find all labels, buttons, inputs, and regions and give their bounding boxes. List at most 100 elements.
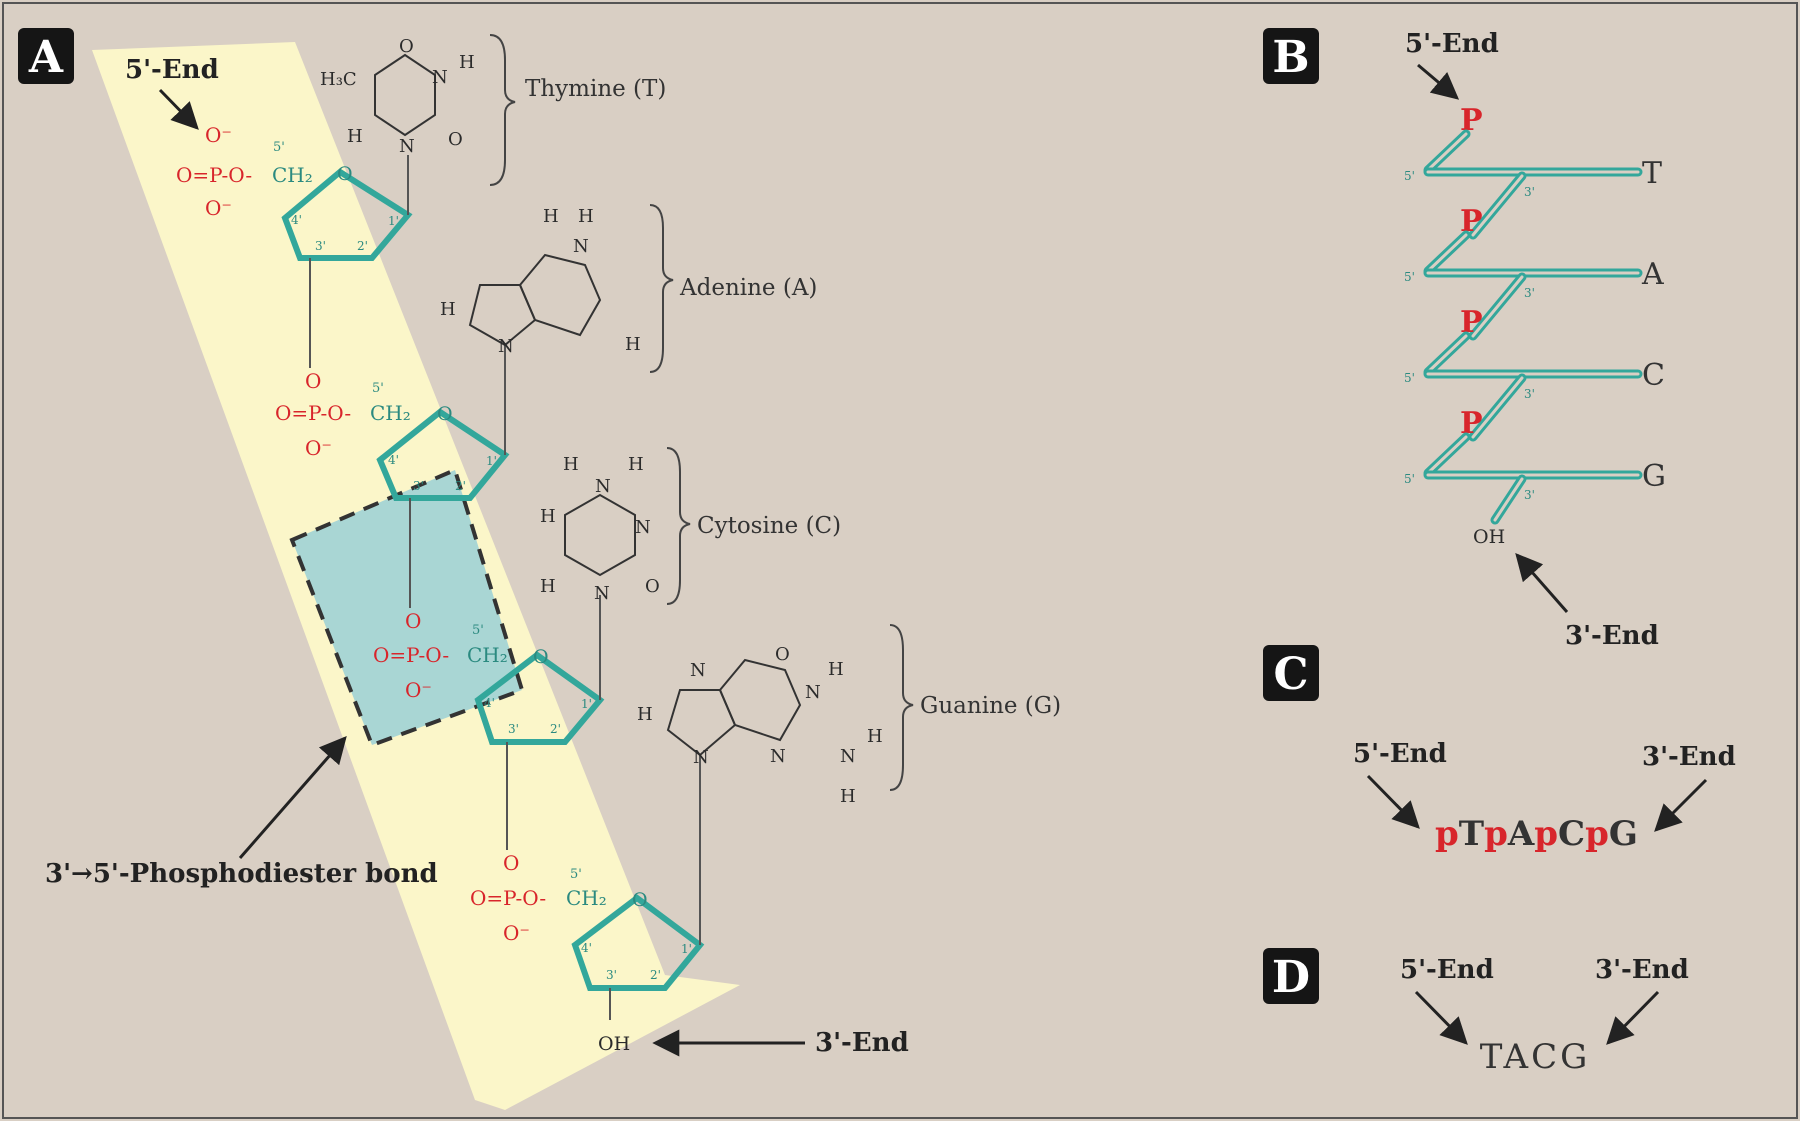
phosphate-4-main: O=P-O- [470,886,546,910]
panel-b-three-link-3-inner [1471,376,1524,439]
thymine-o-top: O [399,36,414,57]
panel-b: B 5'-End P5'3'TP5'3'AP5'3'CP5'3'GOH 3'-E… [1263,28,1666,651]
sugar-4-ring-o: O [632,889,648,911]
panel-b-phosphate-1: P [1460,103,1483,138]
sugar-1-ring [281,168,413,261]
panel-c-three-end-arrow [1654,778,1708,832]
sugar-3-c4: 4' [484,696,495,710]
panel-b-three-link-1-inner [1471,174,1524,237]
adenine-h8: H [440,299,456,320]
adenine-five-ring [468,284,537,347]
panel-c-seq-char-2: T [1459,814,1484,854]
sugar-1-c3: 3' [315,239,326,253]
thymine-h-n: H [459,52,475,73]
guanine-h8: H [637,704,653,725]
panel-d-three-end-label: 3'-End [1595,955,1689,985]
thymine-bracket [489,34,516,186]
panel-b-three-prime-2: 3' [1524,286,1535,300]
panel-b-phosphate-2: P [1460,204,1483,239]
guanine-label: Guanine (G) [920,693,1061,719]
sugar-4-c2: 2' [650,968,661,982]
thymine-ring [374,53,436,137]
sugar-1-c1: 1' [388,214,399,228]
panel-b-phosphate-4: P [1460,406,1483,441]
guanine-h2b: H [840,786,856,807]
thymine-o-bottom: O [448,129,463,150]
cytosine-n1: N [594,583,610,604]
sugar-4-c1: 1' [681,942,692,956]
phosphate-1-o-bottom: O⁻ [205,196,232,220]
panel-c-five-end-arrow [1366,774,1420,829]
sugar-1-c4: 4' [291,213,302,227]
panel-c: C 5'-End 3'-End pTpApCpG [1263,645,1736,854]
sugar-3-c3: 3' [508,722,519,736]
panel-b-base-1: T [1642,156,1662,191]
adenine-label: Adenine (A) [679,275,817,301]
panel-a-letter: A [28,32,64,83]
sugar-2-c3: 3' [413,479,424,493]
sugar-3-ch2: CH₂ [467,643,508,667]
panel-d-three-end-arrow [1606,990,1660,1045]
thymine-h3c: H₃C [320,69,357,90]
sugar-4-c4: 4' [581,941,592,955]
sugar-1-ch2: CH₂ [272,163,313,187]
thymine-label: Thymine (T) [525,76,666,102]
sugar-4-ch2: CH₂ [566,886,607,910]
sugar-4-c3: 3' [606,968,617,982]
adenine-six-ring [518,253,602,337]
panel-d-badge [1263,948,1319,1004]
sugar-2-ch2: CH₂ [370,401,411,425]
adenine-n6: N [573,236,589,257]
panel-b-three-link-2-inner [1471,275,1524,338]
sugar-2-ring-o: O [437,403,453,425]
panel-c-badge [1263,645,1319,701]
panel-a-three-end-label: 3'-End [815,1028,909,1058]
panel-b-five-prime-3: 5' [1404,371,1415,385]
panel-b-five-end-label: 5'-End [1405,29,1499,59]
panel-c-seq-char-3: p [1484,814,1508,854]
sugar-2-five-prime: 5' [372,381,384,396]
panel-b-base-4: G [1642,459,1666,494]
cytosine-o2: O [645,576,660,597]
panel-c-seq-char-5: p [1534,814,1558,854]
panel-d: D 5'-End 3'-End TACG [1263,948,1689,1077]
phosphodiester-bond-label: 3'→5'-Phosphodiester bond [45,859,438,889]
phosphate-2-o-bottom: O⁻ [305,436,332,460]
phosphate-1-main: O=P-O- [176,163,252,187]
sugar-1-c2: 2' [357,239,368,253]
panel-b-terminal-oh: OH [1473,526,1505,548]
sugar-1-ring-o: O [337,163,353,185]
panel-c-seq-char-4: A [1507,814,1535,854]
guanine-n1: N [805,682,821,703]
cytosine-n4: N [595,476,611,497]
panel-a-five-end-arrow [158,88,199,130]
cytosine-h2: H [628,454,644,475]
panel-b-letter: B [1272,32,1309,83]
cytosine-h6: H [540,576,556,597]
adenine-bracket [649,204,674,373]
panel-b-five-end-arrow [1417,63,1460,100]
panel-b-three-link-4-inner [1493,477,1524,522]
phosphate-3-o-bottom: O⁻ [405,678,432,702]
guanine-bracket [889,624,914,791]
guanine-five-ring [666,689,737,757]
sugar-3-five-prime: 5' [472,623,484,638]
panel-a-terminal-oh: OH [598,1033,630,1055]
guanine-h2a: H [867,726,883,747]
panel-b-three-prime-1: 3' [1524,185,1535,199]
guanine-n3: N [770,746,786,767]
adenine-h2: H [578,206,594,227]
thymine-n1: N [399,136,415,157]
panel-a: A 5'-End O⁻ O=P-O- O⁻ 5' CH₂ O 1' 2' 3' … [18,28,1061,1110]
adenine-h2c: H [625,334,641,355]
cytosine-label: Cytosine (C) [697,513,841,539]
phosphate-3-o-top: O [405,609,421,633]
sugar-1-five-prime: 5' [273,140,285,155]
panel-a-badge [18,28,74,84]
panel-b-three-end-label: 3'-End [1565,621,1659,651]
cytosine-bracket [666,447,691,605]
panel-d-sequence: TACG [1480,1037,1591,1077]
panel-d-five-end-arrow [1414,990,1468,1045]
adenine-n9: N [498,336,514,357]
